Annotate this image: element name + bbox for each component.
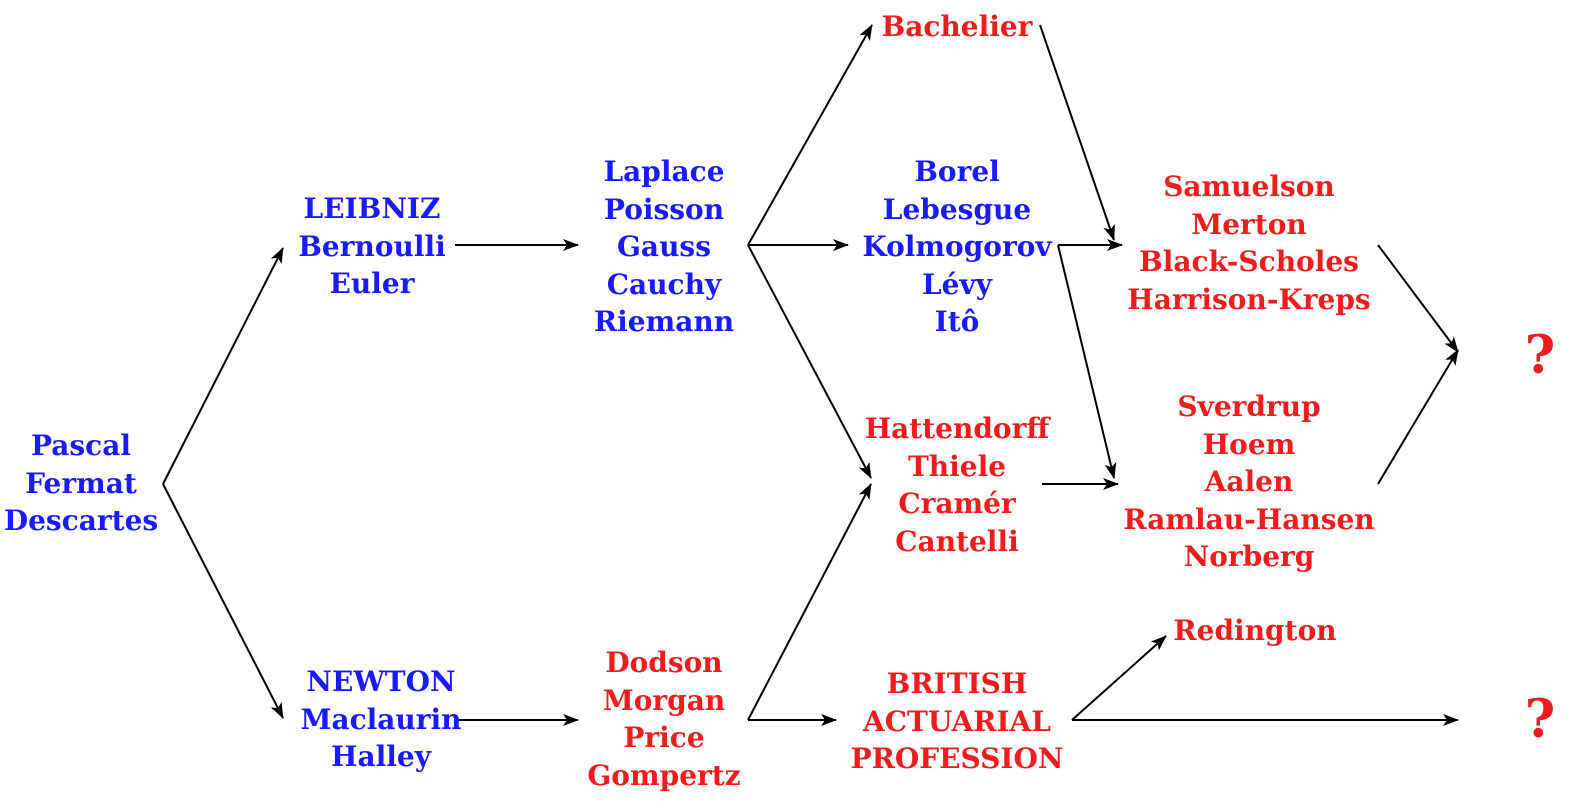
node-line: Itô	[934, 305, 980, 338]
node-samuelson-group: Samuelson Merton Black-Scholes Harrison-…	[1127, 168, 1370, 318]
node-line: PROFESSION	[850, 742, 1064, 775]
node-line: Gompertz	[587, 758, 741, 792]
node-line: Cramér	[898, 487, 1016, 520]
arrow-bachelier-to-samuelson	[1039, 24, 1115, 241]
node-redington: Redington	[1173, 612, 1336, 650]
arrow-sverdrup-to-question	[1377, 349, 1459, 485]
node-line: NEWTON	[306, 665, 456, 698]
node-line: Riemann	[593, 305, 735, 338]
arrow-samuelson-to-question	[1377, 244, 1459, 353]
node-line: Ramlau-Hansen	[1123, 502, 1375, 536]
node-line: Gauss	[617, 230, 711, 263]
arrow-dodson-to-hattendorff	[747, 483, 872, 721]
arrow-laplace-to-bachelier	[747, 24, 873, 246]
node-line: Lebesgue	[882, 192, 1032, 226]
node-line: Hattendorff	[864, 412, 1050, 445]
node-pascal-fermat-descartes: Pascal Fermat Descartes	[4, 427, 158, 540]
arrow-british-to-redington	[1071, 635, 1167, 721]
node-british-actuarial-profession: BRITISH ACTUARIAL PROFESSION	[851, 665, 1064, 778]
node-line: Dodson	[605, 646, 723, 679]
node-line: Descartes	[3, 504, 159, 537]
node-line: Bernoulli	[298, 229, 446, 263]
node-sverdrup-group: Sverdrup Hoem Aalen Ramlau-Hansen Norber…	[1123, 388, 1374, 576]
node-line: Merton	[1191, 207, 1307, 241]
node-bachelier: Bachelier	[882, 8, 1033, 46]
arrow-borel-to-sverdrup	[1057, 244, 1117, 479]
question-mark-upper: ?	[1524, 325, 1556, 386]
node-line: Euler	[329, 267, 415, 300]
node-line: Halley	[331, 740, 431, 773]
node-line: Sverdrup	[1177, 390, 1321, 423]
node-line: Cauchy	[606, 267, 722, 301]
node-line: Aalen	[1204, 465, 1294, 498]
node-line: Kolmogorov	[862, 230, 1052, 263]
node-line: Redington	[1173, 614, 1337, 647]
arrow-pascal-to-newton	[162, 483, 284, 719]
node-line: Black-Scholes	[1139, 245, 1359, 278]
node-line: Hoem	[1202, 427, 1296, 461]
question-mark-lower: ?	[1524, 689, 1556, 750]
node-newton-maclaurin-halley: NEWTON Maclaurin Halley	[300, 663, 461, 776]
node-line: Laplace	[603, 155, 725, 188]
node-line: Thiele	[907, 449, 1007, 483]
node-line: Poisson	[603, 192, 725, 226]
node-laplace-group: Laplace Poisson Gauss Cauchy Riemann	[594, 153, 734, 341]
node-line: Price	[623, 721, 705, 754]
node-line: Pascal	[30, 429, 132, 462]
node-line: Lévy	[921, 267, 993, 301]
node-line: Harrison-Kreps	[1127, 282, 1371, 316]
node-line: Fermat	[25, 466, 137, 500]
node-line: BRITISH	[886, 667, 1028, 700]
node-line: Bachelier	[881, 10, 1033, 43]
node-line: Maclaurin	[300, 702, 462, 736]
node-line: Morgan	[602, 683, 726, 717]
node-hattendorff-group: Hattendorff Thiele Cramér Cantelli	[865, 410, 1050, 560]
node-line: Borel	[914, 155, 1000, 188]
node-line: Cantelli	[895, 524, 1019, 558]
node-line: LEIBNIZ	[303, 192, 441, 225]
node-line: Norberg	[1183, 540, 1315, 573]
node-line: Samuelson	[1163, 170, 1335, 203]
node-leibniz-bernoulli-euler: LEIBNIZ Bernoulli Euler	[298, 190, 446, 303]
arrow-laplace-to-hattendorff	[747, 244, 872, 479]
arrow-pascal-to-leibniz	[162, 247, 284, 485]
node-borel-group: Borel Lebesgue Kolmogorov Lévy Itô	[862, 153, 1051, 341]
node-line: ACTUARIAL	[863, 704, 1051, 738]
node-dodson-group: Dodson Morgan Price Gompertz	[587, 644, 740, 794]
